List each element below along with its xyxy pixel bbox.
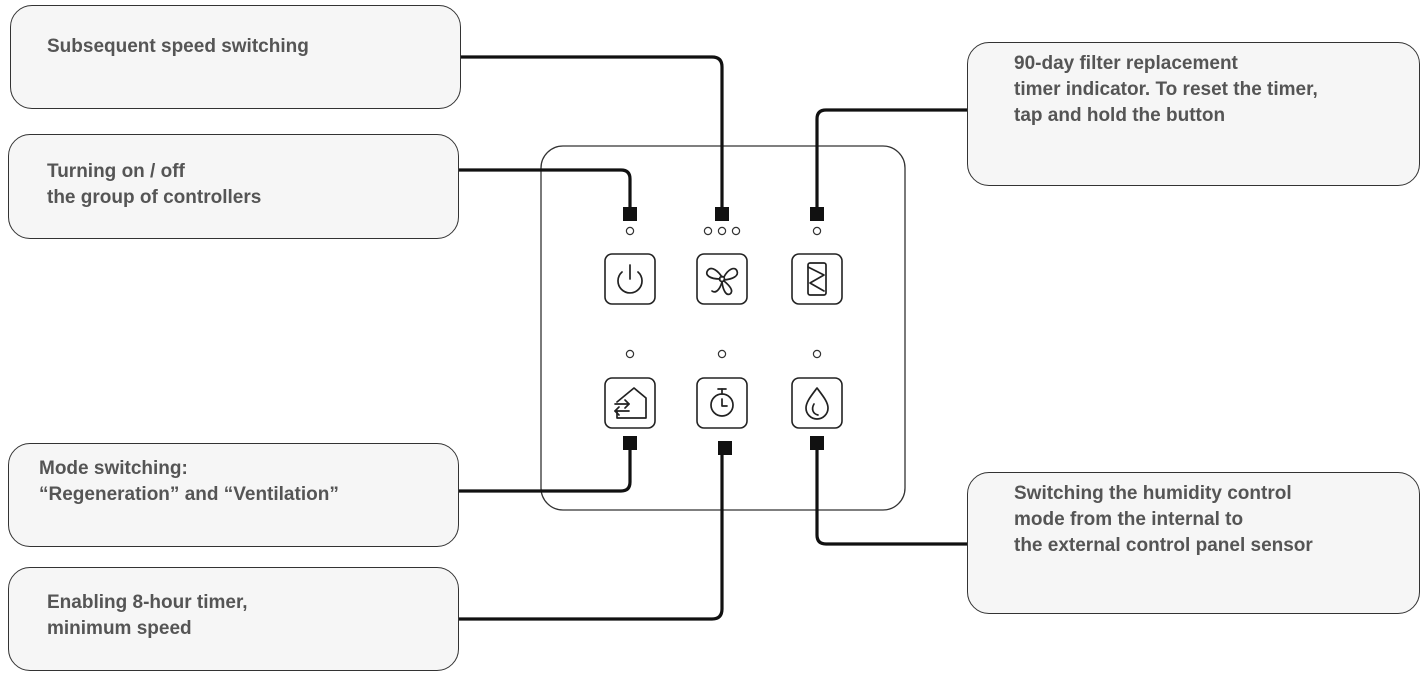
terminal-power (623, 207, 637, 221)
humidity-button[interactable] (791, 377, 843, 429)
mode-button[interactable] (604, 377, 656, 429)
connector-filter (815, 108, 967, 213)
power-icon (617, 264, 643, 294)
callout-text-line: Mode switching: (39, 458, 188, 479)
callout-text-line: tap and hold the button (1014, 105, 1226, 126)
connector-speed (461, 55, 724, 213)
connector-power (459, 168, 632, 213)
fan-icon (705, 267, 739, 296)
terminal-speed (715, 207, 729, 221)
callout-text-line: timer indicator. To reset the timer, (1014, 79, 1318, 100)
callout-text-line: the external control panel sensor (1014, 535, 1313, 556)
callout-text-line: Enabling 8-hour timer, (47, 592, 248, 613)
indicator-led-humidity (812, 349, 822, 359)
terminal-filter (810, 207, 824, 221)
indicator-led-speed-1 (703, 226, 713, 236)
terminal-mode (623, 436, 637, 450)
indicator-led-timer (717, 349, 727, 359)
callout-text-line: Switching the humidity control (1014, 483, 1292, 504)
connector-humidity (815, 443, 967, 546)
callout-power-group: Turning on / off the group of controller… (8, 134, 459, 239)
callout-text-line: Subsequent speed switching (47, 36, 309, 57)
callout-humidity-mode: Switching the humidity control mode from… (967, 472, 1420, 614)
indicator-led-mode (625, 349, 635, 359)
callout-text-line: the group of controllers (47, 187, 262, 208)
callout-text-line: minimum speed (47, 618, 192, 639)
indicator-led-filter (812, 226, 822, 236)
callout-text-line: “Regeneration” and “Ventilation” (39, 484, 339, 505)
connector-timer (459, 448, 724, 621)
connector-mode (459, 443, 632, 493)
callout-8-hour-timer: Enabling 8-hour timer, minimum speed (8, 567, 459, 671)
indicator-led-speed-3 (731, 226, 741, 236)
filter-icon (807, 262, 827, 296)
indicator-led-speed-2 (717, 226, 727, 236)
stopwatch-icon (710, 388, 734, 417)
callout-text-line: Turning on / off (47, 161, 185, 182)
water-drop-icon (805, 387, 829, 420)
callout-mode-switching: Mode switching: “Regeneration” and “Vent… (8, 443, 459, 547)
indicator-led-power (625, 226, 635, 236)
terminal-humidity (810, 436, 824, 450)
fan-speed-button[interactable] (696, 253, 748, 305)
terminal-timer (718, 441, 732, 455)
house-arrows-icon (614, 387, 647, 419)
callout-text-line: 90-day filter replacement (1014, 53, 1238, 74)
callout-speed-switching: Subsequent speed switching (10, 5, 461, 109)
callout-filter-timer: 90-day filter replacement timer indicato… (967, 42, 1420, 186)
callout-text-line: mode from the internal to (1014, 509, 1244, 530)
